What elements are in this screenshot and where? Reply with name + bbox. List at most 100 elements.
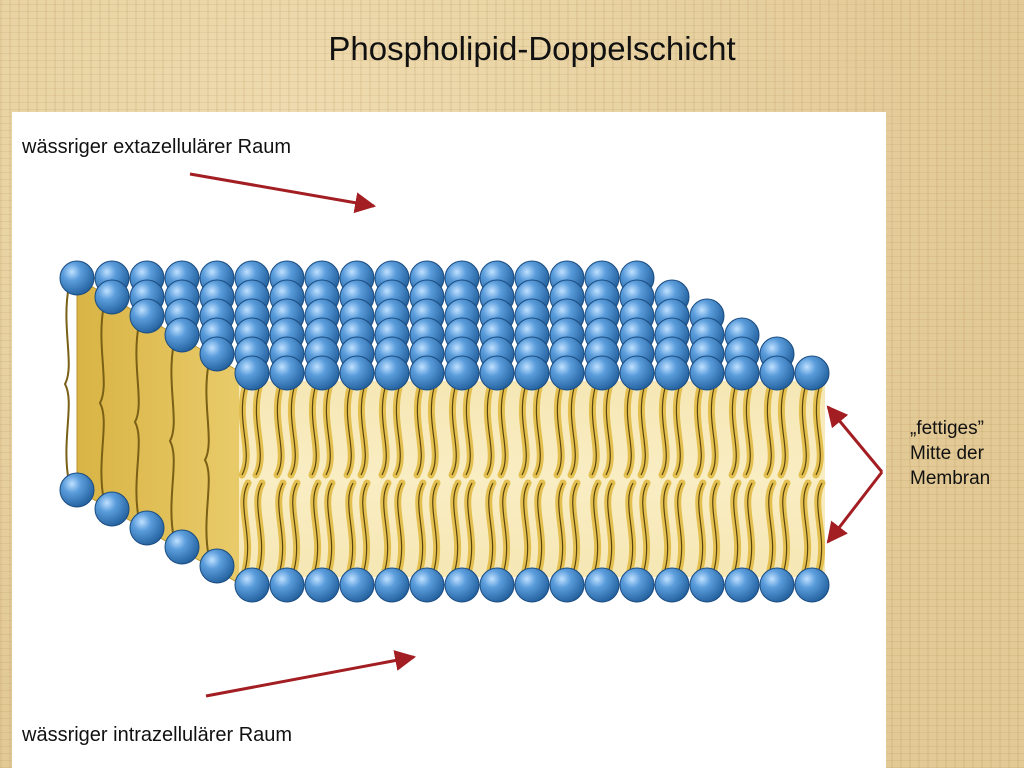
phosphate-head: [689, 567, 725, 603]
phosphate-head: [269, 355, 305, 391]
upper-tail-outline: [766, 387, 772, 476]
upper-tail-outline: [486, 387, 492, 476]
phosphate-head: [59, 472, 95, 508]
upper-tail-outline: [381, 387, 387, 476]
upper-tail-outline: [346, 387, 352, 476]
phosphate-head: [794, 567, 830, 603]
lower-tail-outline: [733, 482, 739, 571]
phosphate-head: [199, 548, 235, 584]
phosphate-head: [584, 567, 620, 603]
lower-tail-outline: [572, 482, 578, 571]
upper-tail-outline: [451, 387, 457, 476]
phosphate-head: [479, 355, 515, 391]
upper-tail-outline: [241, 387, 247, 476]
phosphate-head: [94, 491, 130, 527]
phosphate-head: [304, 355, 340, 391]
phosphate-head: [409, 567, 445, 603]
phosphate-head: [444, 355, 480, 391]
upper-tail-outline: [745, 387, 751, 476]
side-tail-line: [203, 361, 210, 559]
phosphate-head: [654, 355, 690, 391]
core-fill: [239, 381, 825, 577]
lower-tail-outline: [698, 482, 704, 571]
lower-tail-outline: [712, 482, 718, 571]
phosphate-head: [409, 355, 445, 391]
upper-tail-outline: [521, 387, 527, 476]
upper-tail-outline: [255, 387, 261, 476]
upper-tail-outline: [815, 387, 821, 476]
core-arrow-lower: [826, 471, 884, 544]
upper-tail-outline: [675, 387, 681, 476]
phosphate-head: [269, 567, 305, 603]
lower-tail-outline: [327, 482, 333, 571]
hydrophobic-core: [239, 381, 825, 577]
phosphate-head: [129, 298, 165, 334]
phosphate-head: [479, 567, 515, 603]
phosphate-head: [59, 260, 95, 296]
upper-tail-outline: [500, 387, 506, 476]
phosphate-head: [514, 355, 550, 391]
upper-tail-outline: [570, 387, 576, 476]
lower-tail-outline: [782, 482, 788, 571]
phosphate-head: [374, 355, 410, 391]
side-tail-line: [133, 323, 140, 521]
lower-tail-outline: [607, 482, 613, 571]
lower-tail-outline: [803, 482, 809, 571]
phosphate-head: [549, 567, 585, 603]
phosphate-head: [689, 355, 725, 391]
upper-tail-outline: [311, 387, 317, 476]
upper-tail-outline: [556, 387, 562, 476]
lower-tail-outline: [383, 482, 389, 571]
phosphate-head: [759, 567, 795, 603]
lower-tail-outline: [747, 482, 753, 571]
phosphate-head: [794, 355, 830, 391]
upper-tail-outline: [696, 387, 702, 476]
upper-tail-outline: [626, 387, 632, 476]
phosphate-head: [164, 317, 200, 353]
side-tail-line: [98, 304, 105, 502]
extracellular-label: wässriger extazellulärer Raum: [22, 136, 291, 158]
lower-tail-outline: [292, 482, 298, 571]
lower-head-groups: [59, 472, 830, 603]
lower-tail-outline: [502, 482, 508, 571]
phosphate-head: [654, 567, 690, 603]
upper-tail-outline: [395, 387, 401, 476]
intracellular-arrow: [205, 650, 417, 698]
lower-tail-outline: [817, 482, 823, 571]
lower-tail-outline: [677, 482, 683, 571]
phosphate-head: [199, 336, 235, 372]
phosphate-head: [339, 355, 375, 391]
phosphate-head: [759, 355, 795, 391]
phosphate-head: [724, 567, 760, 603]
phosphate-head: [339, 567, 375, 603]
lower-tail-outline: [453, 482, 459, 571]
upper-tail-outline: [535, 387, 541, 476]
lower-tail-outline: [257, 482, 263, 571]
intracellular-label: wässriger intrazellulärer Raum: [22, 724, 293, 746]
lower-tail-outline: [243, 482, 249, 571]
lower-tail-outline: [432, 482, 438, 571]
upper-tail-outline: [731, 387, 737, 476]
upper-tail-outline: [605, 387, 611, 476]
hydrophobic-core-label: „fettiges” Mitte der Membran: [910, 416, 1020, 491]
extracellular-arrow: [189, 172, 377, 214]
side-tail-line: [63, 285, 70, 483]
upper-tail-outline: [801, 387, 807, 476]
upper-tail-outline: [780, 387, 786, 476]
upper-tail-outline: [290, 387, 296, 476]
phosphate-head: [619, 567, 655, 603]
lower-tail-outline: [397, 482, 403, 571]
upper-tail-outline: [416, 387, 422, 476]
upper-head-groups: [59, 260, 830, 391]
lower-tail-outline: [537, 482, 543, 571]
phosphate-head: [94, 279, 130, 315]
lower-tail-outline: [593, 482, 599, 571]
phosphate-head: [724, 355, 760, 391]
slide-title: Phospholipid-Doppelschicht: [328, 30, 736, 67]
core-label-line-2: Mitte der: [910, 443, 984, 464]
lower-tail-outline: [313, 482, 319, 571]
fatty-acid-tails: [238, 384, 826, 574]
phosphate-head: [444, 567, 480, 603]
lower-tail-outline: [362, 482, 368, 571]
